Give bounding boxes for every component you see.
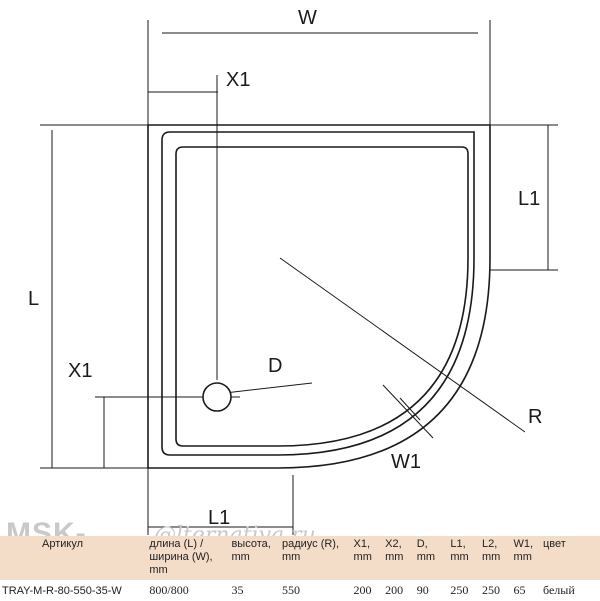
shower-tray-diagram: W X1 L1 L X1 D R W1 L1 [28, 7, 558, 535]
label-x1-top: X1 [226, 69, 250, 91]
w1-pointer-b [399, 397, 421, 421]
header-cell: цвет [541, 536, 600, 580]
header-cell: L2, mm [479, 536, 512, 580]
label-r: R [528, 406, 542, 428]
cell-w1: 65 [511, 580, 541, 601]
w1-pointer-a [382, 384, 434, 439]
tray-outline [147, 124, 491, 469]
drain-circle [202, 382, 232, 412]
header-cell: X2, mm [383, 536, 415, 580]
header-cell: L1, mm [448, 536, 480, 580]
cell-d: 90 [414, 580, 449, 601]
spec-data-row: TRAY-M-R-80-550-35-W 800/800 35 550 200 … [0, 580, 600, 601]
header-cell: W1, mm [511, 536, 541, 580]
label-d: D [268, 355, 282, 377]
cell-color: белый [541, 580, 600, 601]
tray-rim-outer [161, 131, 475, 456]
header-cell: высота, mm [229, 536, 280, 580]
label-w: W [298, 7, 317, 29]
label-x1-left: X1 [68, 360, 92, 382]
cell-height: 35 [229, 580, 280, 601]
d-pointer [224, 382, 313, 394]
label-l1-right: L1 [518, 188, 540, 210]
spec-table: Артикул длина (L) / ширина (W), mm высот… [0, 536, 600, 601]
label-l: L [28, 288, 39, 310]
header-cell: D, mm [414, 536, 449, 580]
tray-rim-inner [175, 146, 469, 447]
label-l1-bottom: L1 [208, 507, 230, 529]
cell-l2: 250 [479, 580, 512, 601]
cell-article: TRAY-M-R-80-550-35-W [0, 580, 148, 601]
cell-x1: 200 [351, 580, 384, 601]
cell-length-width: 800/800 [147, 580, 230, 601]
header-cell: X1, mm [351, 536, 384, 580]
header-cell: Артикул [0, 536, 148, 580]
r-line [279, 257, 526, 433]
cell-l1: 250 [448, 580, 480, 601]
spec-header-row: Артикул длина (L) / ширина (W), mm высот… [0, 536, 600, 580]
header-cell: радиус (R), mm [279, 536, 352, 580]
header-cell: длина (L) / ширина (W), mm [147, 536, 230, 580]
cell-x2: 200 [383, 580, 415, 601]
cell-radius: 550 [279, 580, 352, 601]
label-w1: W1 [391, 451, 421, 473]
